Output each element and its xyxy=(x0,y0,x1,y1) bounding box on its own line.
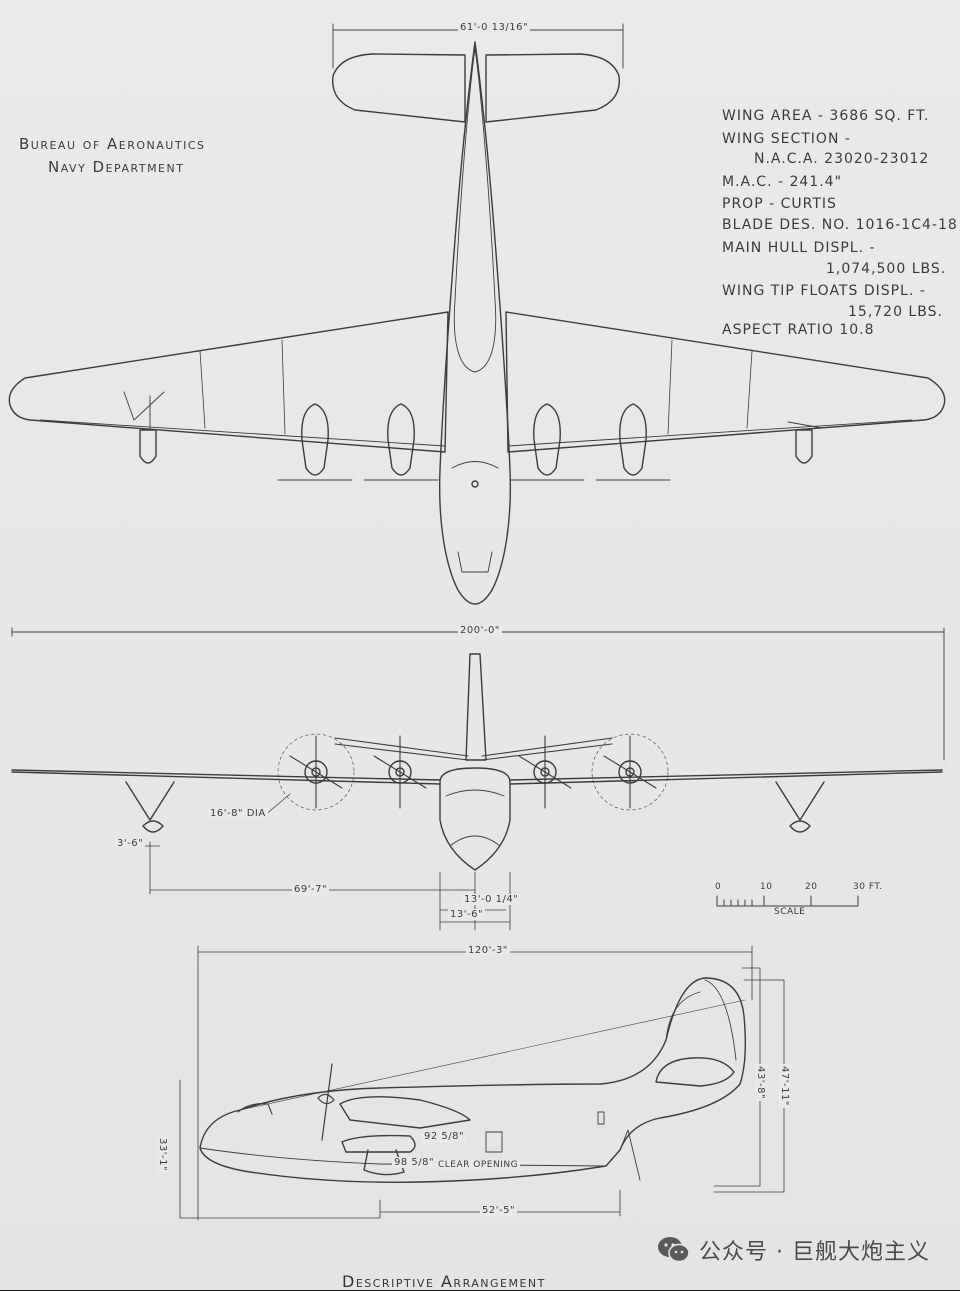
plan-right-float xyxy=(795,429,813,464)
plan-view xyxy=(8,23,946,605)
spec-line-4: M.A.C. - 241.4" xyxy=(722,174,843,190)
plan-engine-nacelles xyxy=(277,403,671,481)
dim-height-tail: 43'-8" xyxy=(755,1064,766,1102)
scale-bar xyxy=(716,895,859,907)
dim-wing-span: 200'-0" xyxy=(458,625,502,636)
dim-keel-length: 52'-5" xyxy=(480,1205,518,1216)
dim-hull-beam-inner: 13'-0 1/4" xyxy=(462,894,521,905)
front-view xyxy=(11,653,943,931)
side-view xyxy=(179,945,785,1221)
watermark-text: 公众号 · 巨舰大炮主义 xyxy=(699,1240,930,1265)
spec-line-3: N.A.C.A. 23020-23012 xyxy=(754,151,930,167)
dim-opening-width: 98 5/8" xyxy=(392,1157,437,1168)
dim-clear-opening: CLEAR OPENING xyxy=(436,1160,521,1170)
front-wing xyxy=(11,769,943,785)
front-stabilizer xyxy=(334,737,613,761)
front-right-float xyxy=(775,781,825,833)
front-hull xyxy=(439,767,511,871)
front-left-float xyxy=(125,781,175,833)
dim-height-total: 47'-11" xyxy=(779,1064,790,1108)
front-fin xyxy=(465,653,487,761)
watermark: 公众号 · 巨舰大炮主义 xyxy=(657,1234,930,1266)
spec-line-8: 1,074,500 LBS. xyxy=(826,261,947,277)
dim-length: 120'-3" xyxy=(466,945,510,956)
scale-tick-20: 20 xyxy=(805,882,818,892)
spec-line-5: PROP - CURTIS xyxy=(722,196,837,212)
side-tail-fin xyxy=(665,979,737,1061)
footer-caption: Descriptive Arrangement xyxy=(342,1272,546,1291)
spec-line-10: 15,720 LBS. xyxy=(848,304,943,320)
dim-tail-span: 61'-0 13/16" xyxy=(458,22,531,33)
side-propeller xyxy=(317,1063,335,1141)
side-wing-engine xyxy=(339,1096,471,1129)
scale-tick-30: 30 FT. xyxy=(853,882,883,892)
dim-hull-depth: 33'-1" xyxy=(157,1136,168,1174)
spec-line-9: WING TIP FLOATS DISPL. - xyxy=(722,283,926,299)
front-engines xyxy=(277,733,669,811)
spec-line-2: WING SECTION - xyxy=(722,131,851,147)
side-hull xyxy=(199,977,747,1183)
scale-label: SCALE xyxy=(774,907,806,917)
dim-prop-dia: 16'-8" DIA xyxy=(208,808,268,819)
spec-line-7: MAIN HULL DISPL. - xyxy=(722,240,876,256)
header-line-2: Navy Department xyxy=(48,158,185,176)
spec-line-1: WING AREA - 3686 SQ. FT. xyxy=(722,108,930,124)
plan-right-wing xyxy=(505,311,946,453)
wechat-icon xyxy=(657,1235,691,1265)
span-dimension-line xyxy=(11,627,945,761)
plan-hull xyxy=(438,41,512,605)
side-stabilizer xyxy=(655,1057,735,1087)
plan-left-float xyxy=(139,429,157,464)
dim-hull-beam-outer: 13'-6" xyxy=(448,909,486,920)
plan-left-wing xyxy=(8,311,449,453)
spec-line-6: BLADE DES. NO. 1016-1C4-18 xyxy=(722,217,958,233)
spec-line-11: ASPECT RATIO 10.8 xyxy=(722,322,875,338)
dim-float-offset: 3'-6" xyxy=(115,838,146,849)
scale-tick-0: 0 xyxy=(715,882,722,892)
scale-tick-10: 10 xyxy=(760,882,773,892)
dim-opening-height: 92 5/8" xyxy=(422,1131,467,1142)
plan-horizontal-tail xyxy=(331,53,466,123)
dim-float-span: 69'-7" xyxy=(292,884,330,895)
header-line-1: Bureau of Aeronautics xyxy=(19,135,206,153)
